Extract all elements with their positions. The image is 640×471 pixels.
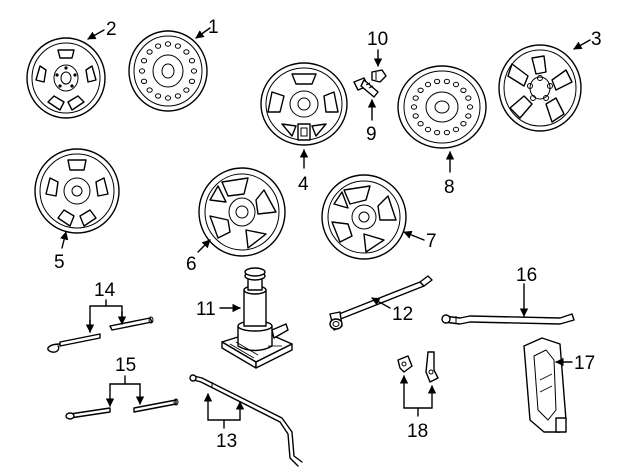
part-number-10[interactable]: 10 bbox=[367, 29, 388, 50]
wheel-hole bbox=[183, 87, 190, 93]
wheel-part-6[interactable] bbox=[198, 167, 286, 257]
part-number-11[interactable]: 11 bbox=[196, 299, 216, 320]
leader-3 bbox=[573, 39, 591, 50]
leader-5 bbox=[60, 231, 69, 249]
wheel-hole bbox=[164, 95, 172, 101]
wheel-hole bbox=[452, 81, 460, 88]
part-number-3[interactable]: 3 bbox=[591, 29, 602, 50]
wheel-hole bbox=[452, 126, 460, 133]
part-number-7[interactable]: 7 bbox=[426, 231, 437, 252]
wheel-hole bbox=[410, 104, 418, 110]
jack-part-11[interactable] bbox=[221, 267, 293, 369]
part-number-13[interactable]: 13 bbox=[216, 431, 237, 452]
wheel-hole bbox=[434, 129, 441, 136]
part-number-1[interactable]: 1 bbox=[208, 17, 219, 38]
part-number-8[interactable]: 8 bbox=[444, 177, 455, 198]
wheel-hole bbox=[174, 43, 181, 49]
wheel-hole bbox=[465, 95, 472, 101]
lug-nut-part-10[interactable] bbox=[371, 69, 387, 83]
part-number-12[interactable]: 12 bbox=[392, 304, 413, 325]
part-number-9[interactable]: 9 bbox=[366, 124, 377, 145]
part-number-5[interactable]: 5 bbox=[54, 252, 65, 273]
wheel-hole bbox=[417, 87, 424, 94]
part-number-4[interactable]: 4 bbox=[298, 174, 309, 195]
wheel-part-4[interactable] bbox=[260, 62, 348, 146]
wheel-part-5[interactable] bbox=[34, 148, 120, 234]
wheel-hole bbox=[174, 93, 181, 99]
wheel-hole bbox=[424, 81, 432, 88]
wheel-hole bbox=[443, 78, 450, 85]
wheel-hole bbox=[138, 68, 146, 74]
wheel-hole bbox=[140, 78, 148, 85]
wheel-hole bbox=[412, 95, 419, 101]
part-number-14[interactable]: 14 bbox=[94, 280, 116, 301]
wheel-stud-part-9[interactable] bbox=[353, 77, 379, 98]
wheel-hole bbox=[466, 104, 474, 110]
extension-rod-part-13[interactable] bbox=[189, 374, 303, 467]
part-number-6[interactable]: 6 bbox=[186, 254, 197, 275]
tool-part-14[interactable] bbox=[47, 316, 154, 353]
wheel-hole bbox=[443, 129, 450, 136]
wheel-hole bbox=[465, 113, 472, 119]
wheel-part-3[interactable] bbox=[498, 44, 582, 132]
plate-part-17[interactable] bbox=[523, 337, 567, 433]
part-number-18[interactable]: 18 bbox=[407, 421, 428, 442]
wheel-part-2[interactable] bbox=[26, 37, 106, 119]
wheel-hole bbox=[412, 113, 419, 119]
wheel-hole bbox=[188, 58, 196, 64]
bracket-part-18[interactable] bbox=[397, 351, 439, 383]
wheel-hole bbox=[155, 43, 162, 49]
leader-6 bbox=[197, 239, 211, 253]
jack-handle-part-16[interactable] bbox=[441, 313, 575, 325]
leader-2 bbox=[87, 29, 105, 40]
wheel-part-8[interactable] bbox=[397, 65, 487, 149]
part-number-16[interactable]: 16 bbox=[516, 265, 537, 286]
wheel-hole bbox=[190, 68, 198, 74]
wheel-hole bbox=[164, 41, 172, 47]
wheel-hole bbox=[424, 126, 432, 133]
wheel-hole bbox=[140, 58, 148, 64]
wheel-hole bbox=[417, 121, 424, 127]
tool-part-15[interactable] bbox=[65, 398, 179, 420]
wheel-hole bbox=[146, 87, 153, 93]
wheel-part-1[interactable] bbox=[128, 30, 208, 112]
wheel-hole bbox=[434, 78, 441, 85]
part-number-17[interactable]: 17 bbox=[574, 353, 595, 374]
wheel-hole bbox=[155, 93, 162, 99]
part-number-2[interactable]: 2 bbox=[106, 19, 117, 40]
part-number-15[interactable]: 15 bbox=[115, 355, 136, 376]
leader-7 bbox=[403, 230, 425, 241]
leader-12 bbox=[371, 297, 391, 309]
wheel-hole bbox=[460, 87, 467, 94]
leader-1 bbox=[195, 27, 211, 39]
wheel-part-7[interactable] bbox=[321, 174, 407, 260]
wheel-hole bbox=[188, 78, 196, 85]
wheel-hole bbox=[146, 49, 153, 55]
wheel-hole bbox=[183, 49, 190, 55]
wheel-hole bbox=[460, 121, 467, 127]
